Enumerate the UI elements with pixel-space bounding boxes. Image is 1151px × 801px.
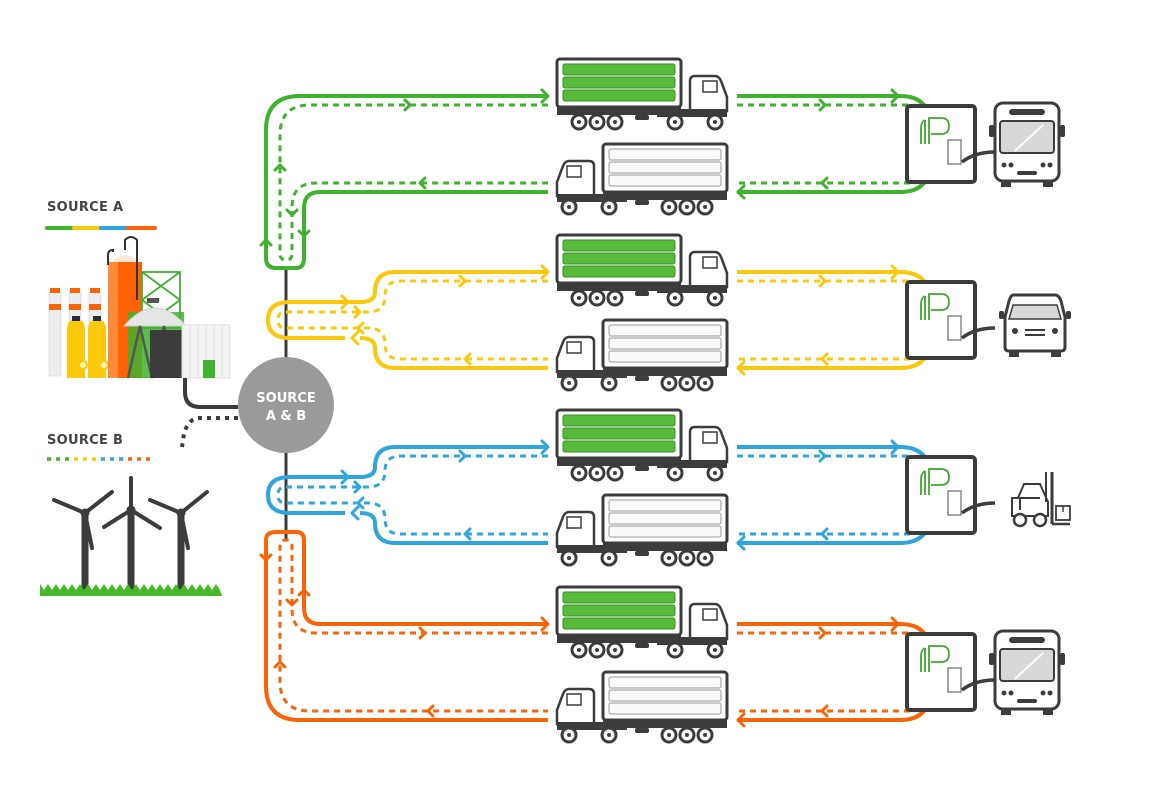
orange-route <box>259 530 1067 744</box>
arrow-right-icon <box>458 449 467 463</box>
source-hub: SOURCE A & B <box>238 357 334 453</box>
van-icon <box>997 293 1073 359</box>
station-loop-dashed <box>737 454 910 536</box>
arrow-left-icon <box>736 360 746 376</box>
station-loop-solid <box>737 270 932 370</box>
blue-route <box>266 408 1072 567</box>
arrow-left-icon <box>350 505 360 521</box>
bus-icon <box>987 629 1067 717</box>
truck-empty-icon <box>555 142 729 216</box>
route-dashed-path <box>278 538 548 713</box>
arrow-right-icon <box>890 616 900 632</box>
arrow-right-icon <box>890 264 900 280</box>
arrow-up-icon <box>273 660 287 669</box>
truck-empty-icon <box>555 493 729 567</box>
refuelling-station-icon <box>905 455 977 535</box>
arrow-right-icon <box>818 274 827 288</box>
industrial-plant-icon <box>48 236 231 379</box>
truck-empty-icon <box>555 318 729 392</box>
station-loop-solid <box>737 445 932 545</box>
arrow-left-icon <box>736 184 746 200</box>
arrow-left-icon <box>463 352 472 366</box>
charging-cable <box>960 678 996 692</box>
arrow-left-icon <box>820 527 829 541</box>
refuelling-station-icon <box>905 104 977 184</box>
station-loop-dashed <box>737 279 910 361</box>
wind-turbines-icon <box>40 476 222 596</box>
arrow-left-icon <box>736 535 746 551</box>
station-loop-solid <box>737 622 932 722</box>
route-solid-path <box>266 270 548 370</box>
route-solid-path <box>264 94 548 270</box>
arrow-right-icon <box>818 449 827 463</box>
truck-full-icon <box>555 57 729 131</box>
arrow-right-icon <box>890 439 900 455</box>
arrow-right-icon <box>890 88 900 104</box>
source-a-label: SOURCE A <box>47 200 124 215</box>
hub-label-line2: A & B <box>266 409 306 424</box>
route-dashed-path <box>276 279 548 361</box>
charging-cable <box>960 501 996 515</box>
arrow-right-icon <box>353 480 362 494</box>
arrow-right-icon <box>818 98 827 112</box>
truck-full-icon <box>555 585 729 659</box>
arrow-left-icon <box>418 176 427 190</box>
arrow-left-icon <box>736 712 746 728</box>
charging-cable <box>960 326 996 340</box>
arrow-left-icon <box>820 704 829 718</box>
truck-full-icon <box>555 408 729 482</box>
source-b-label: SOURCE B <box>47 433 124 448</box>
bus-icon <box>987 101 1067 189</box>
station-loop-dashed <box>737 631 910 713</box>
truck-empty-icon <box>555 670 729 744</box>
refuelling-station-icon <box>905 632 977 712</box>
green-route <box>259 57 1067 270</box>
route-solid-path <box>266 445 548 545</box>
arrow-up-icon <box>273 163 287 172</box>
arrow-right-icon <box>403 98 412 112</box>
arrow-down-icon <box>285 598 299 607</box>
station-loop-solid <box>737 94 932 194</box>
route-solid-path <box>264 530 548 722</box>
yellow-route <box>266 233 1073 392</box>
refuelling-station-icon <box>905 280 977 360</box>
arrow-left-icon <box>820 176 829 190</box>
route-dashed-path <box>276 454 548 536</box>
source-b-connector <box>180 416 238 448</box>
route-dashed-path <box>278 103 548 262</box>
arrow-right-icon <box>353 305 362 319</box>
arrow-left-icon <box>350 330 360 346</box>
arrow-right-icon <box>818 626 827 640</box>
charging-cable <box>960 150 996 164</box>
forklift-icon <box>1010 470 1072 528</box>
arrow-right-icon <box>458 274 467 288</box>
truck-full-icon <box>555 233 729 307</box>
source-a-connector <box>183 378 238 409</box>
station-loop-dashed <box>737 103 910 185</box>
arrow-left-icon <box>820 352 829 366</box>
arrow-left-icon <box>463 527 472 541</box>
hub-label-line1: SOURCE <box>256 391 315 406</box>
